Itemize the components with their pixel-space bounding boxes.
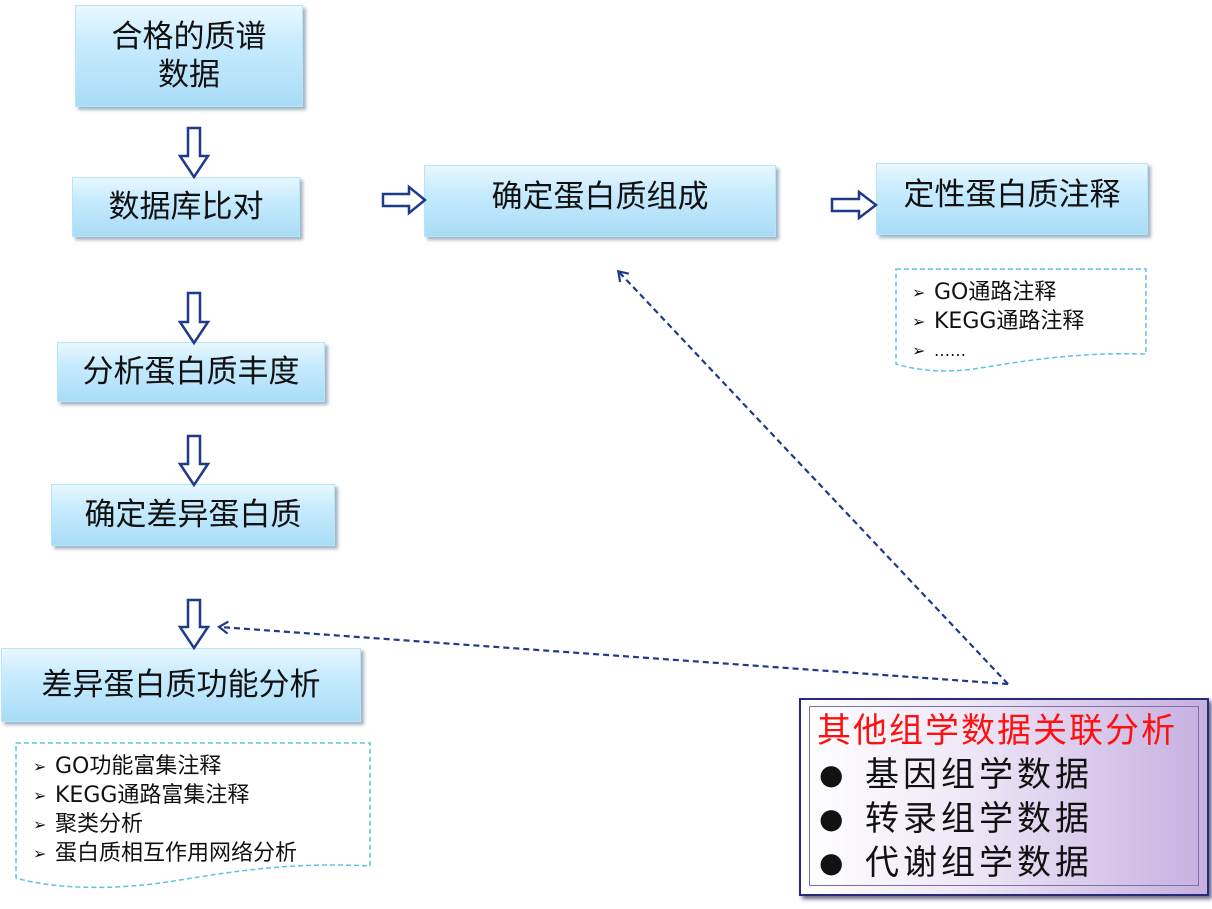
multiomics-title: 其他组学数据关联分析 [817,711,1177,751]
right-arrow-icon [830,189,879,221]
bullet-arrow-icon: ➢ [912,312,926,331]
step-differential-proteins-label: 确定差异蛋白质 [84,497,302,533]
down-arrow-icon [177,291,211,346]
multiomics-inner-frame [809,706,1199,886]
dashed-arrow-to-function [217,620,1009,686]
step-protein-composition-label: 确定蛋白质组成 [491,179,709,215]
step-protein-abundance-label: 分析蛋白质丰度 [82,354,300,390]
bullet-dot-icon: ● [819,758,848,791]
list-item: ➢GO通路注释 [912,280,1057,305]
bullet-arrow-icon: ➢ [33,786,47,805]
list-item: ● 代谢组学数据 [819,843,1093,883]
bullet-arrow-icon: ➢ [912,283,926,302]
step-differential-function: 差异蛋白质功能分析 [1,648,361,722]
step-differential-proteins: 确定差异蛋白质 [51,484,335,546]
list-item: ● 转录组学数据 [819,799,1093,839]
list-item: ➢KEGG通路注释 [912,309,1085,334]
list-item: ➢蛋白质相互作用网络分析 [33,841,298,866]
step-database-search: 数据库比对 [72,177,300,237]
list-item: ● 基因组学数据 [819,755,1093,795]
list-item: ➢GO功能富集注释 [33,754,222,779]
bullet-arrow-icon: ➢ [33,844,47,863]
bullet-arrow-icon: ➢ [33,757,47,776]
down-arrow-icon [177,598,211,651]
list-item: ➢聚类分析 [33,812,144,837]
right-arrow-icon [381,184,427,216]
step-qualitative-annotation: 定性蛋白质注释 [876,163,1148,235]
step-protein-abundance: 分析蛋白质丰度 [57,342,325,402]
dashed-arrow-to-composition [616,269,1009,685]
step-database-search-label: 数据库比对 [108,189,264,225]
step-qualified-ms-data-label: 合格的质谱 数据 [111,19,267,93]
list-item: ➢KEGG通路富集注释 [33,783,250,808]
functional-notes: ➢GO功能富集注释 ➢KEGG通路富集注释 ➢聚类分析 ➢蛋白质相互作用网络分析 [33,752,368,868]
qualitative-notes: ➢GO通路注释 ➢KEGG通路注释 ➢…… [912,278,1142,365]
down-arrow-icon [177,126,211,180]
step-qualified-ms-data: 合格的质谱 数据 [75,5,303,107]
qualitative-note-frame [895,268,1147,372]
multiomics-box: 其他组学数据关联分析 ● 基因组学数据 ● 转录组学数据 ● 代谢组学数据 [799,698,1209,896]
down-arrow-icon [177,434,211,488]
bullet-dot-icon: ● [819,802,848,835]
step-differential-function-label: 差异蛋白质功能分析 [41,667,321,703]
list-item: ➢…… [912,336,1142,365]
functional-note-frame [15,742,371,889]
step-protein-composition: 确定蛋白质组成 [424,165,776,237]
step-qualitative-annotation-label: 定性蛋白质注释 [903,177,1121,213]
bullet-arrow-icon: ➢ [33,815,47,834]
bullet-arrow-icon: ➢ [912,341,926,360]
bullet-dot-icon: ● [819,846,848,879]
